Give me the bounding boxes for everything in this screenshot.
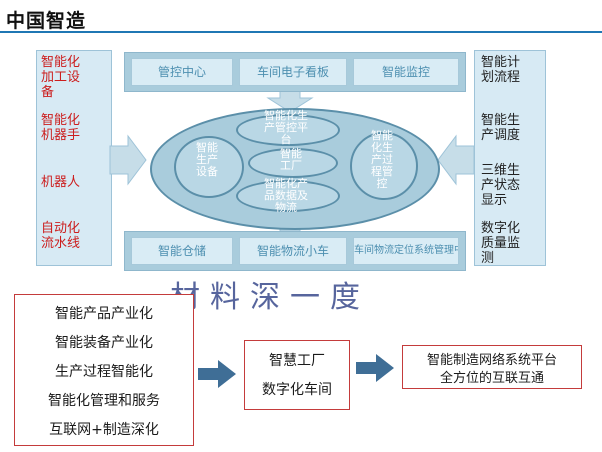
flow-arrow-2-shape [356,354,394,382]
box1-line-2: 智能装备产业化 [55,335,153,351]
left-panel: 智能化 加工设 备 智能化 机器手 机器人 自动化 流水线 [36,50,112,266]
top-cell-control-center: 管控中心 [131,58,233,86]
smart-factory-ellipse: 智能 生产 设备 智能化生 产管控平 台 智能 工厂 智能化产 品数据及 物流 … [150,108,440,230]
left-item-assembly-line: 自动化 流水线 [41,221,81,251]
box2-line-1: 智慧工厂 [269,353,325,369]
box2-line-2: 数字化车间 [262,382,332,398]
bottom-cell-logistics-cart: 智能物流小车 [239,237,347,265]
node-middle-ellipse [248,148,338,178]
node-process-control: 智能 化生 产过 程管 控 [371,129,393,190]
top-system-bar: 管控中心 车间电子看板 智能监控 [124,52,466,92]
box1-line-3: 生产过程智能化 [55,364,153,380]
page-title: 中国智造 [6,10,87,32]
flow-arrow-2 [356,354,394,382]
industrialization-box: 智能产品产业化 智能装备产业化 生产过程智能化 智能化管理和服务 互联网+制造深… [14,294,194,446]
right-panel: 智能计 划流程 智能生 产调度 三维生 产状态 显示 数字化 质量监 测 [474,50,546,266]
left-item-manipulator: 智能化 机器手 [41,113,81,143]
box1-line-1: 智能产品产业化 [55,306,153,322]
flow-arrow-1 [198,360,236,388]
bottom-system-bar: 智能仓储 智能物流小车 车间物流定位系统管理中心 [124,231,466,271]
left-to-center-arrow [109,134,147,186]
right-item-scheduling: 智能生 产调度 [481,113,521,143]
node-product-data: 智能化产 品数据及 物流 [264,177,308,214]
node-right-ellipse [350,132,418,200]
top-cell-workshop-board: 车间电子看板 [239,58,347,86]
right-to-center-arrow [437,134,475,186]
node-bottom-ellipse [236,180,340,212]
box1-line-5: 互联网+制造深化 [49,422,159,438]
background-caption: 材料深一度 [170,280,370,315]
node-smart-factory: 智能 工厂 [280,147,302,172]
left-item-machining: 智能化 加工设 备 [41,55,81,100]
node-control-platform: 智能化生 产管控平 台 [264,109,308,146]
right-item-planning: 智能计 划流程 [481,55,521,85]
node-left-ellipse [174,136,244,198]
right-item-3d-status: 三维生 产状态 显示 [481,163,521,208]
box3-line-2: 全方位的互联互通 [439,371,544,386]
box1-line-4: 智能化管理和服务 [48,393,160,409]
right-item-quality: 数字化 质量监 测 [481,221,521,266]
title-underline [0,31,602,33]
left-item-robot: 机器人 [41,175,81,190]
top-cell-monitoring: 智能监控 [353,58,459,86]
node-production-equipment: 智能 生产 设备 [196,141,218,178]
box3-line-1: 智能制造网络系统平台 [426,353,557,368]
smart-factory-box: 智慧工厂 数字化车间 [244,340,350,410]
network-platform-box: 智能制造网络系统平台 全方位的互联互通 [402,345,582,389]
node-top-ellipse [236,114,340,146]
flow-arrow-1-shape [198,360,236,388]
bottom-cell-warehouse: 智能仓储 [131,237,233,265]
bottom-cell-positioning: 车间物流定位系统管理中心 [353,237,459,265]
